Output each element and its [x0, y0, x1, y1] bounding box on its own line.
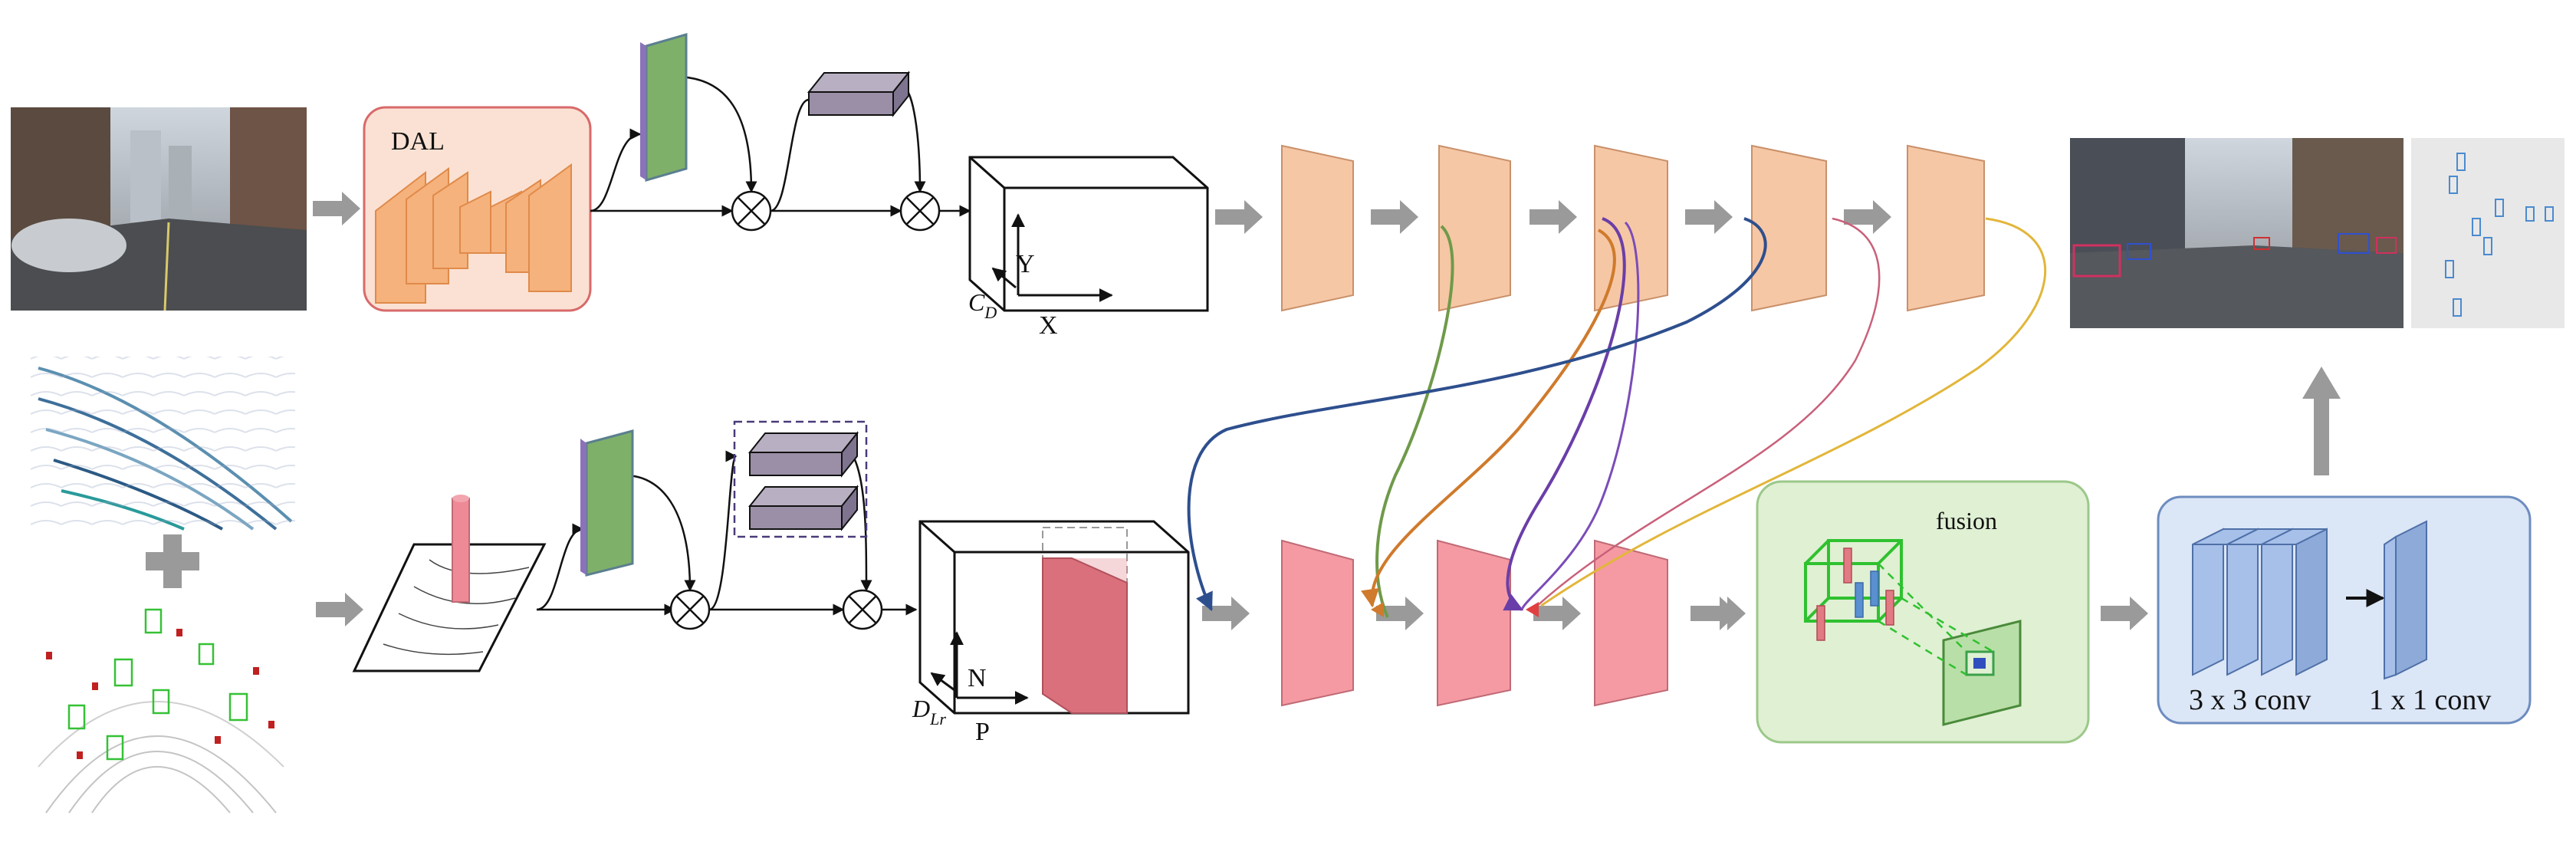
lidar-stage-1 [1281, 539, 1354, 707]
multiply-icon [669, 589, 711, 630]
camera-stage-5 [1907, 144, 1985, 312]
camera-arrow-3 [1530, 200, 1577, 234]
camera-feature-volume [968, 156, 1209, 312]
fusion-module: fusion [1756, 480, 2090, 744]
plus-icon [146, 534, 199, 588]
conv3-label: 3 x 3 conv [2189, 684, 2311, 716]
camera-stage-3 [1594, 144, 1668, 312]
connector-green [1375, 225, 1454, 618]
camera-stage-1 [1281, 144, 1354, 312]
dal-label: DAL [391, 127, 445, 156]
lidar-point-cloud-image [31, 357, 295, 533]
conv1-label: 1 x 1 conv [2369, 684, 2491, 716]
lidar-feature-volume [918, 520, 1190, 715]
pillar-grid [352, 495, 547, 672]
camera-stage-2 [1438, 144, 1511, 312]
multiply-icon [731, 190, 772, 232]
camera-arrow-5 [1844, 200, 1891, 234]
axis-x-label: X [1039, 311, 1058, 340]
fusion-label: fusion [1936, 507, 1997, 534]
camera-attention-path [590, 75, 971, 217]
connector-navy [1187, 217, 1767, 612]
cross-modal-connectors [1187, 217, 2047, 618]
lidar-attention-path [536, 450, 918, 616]
connector-yellow [1540, 217, 2047, 607]
camera-arrow-2 [1371, 200, 1418, 234]
connector-orange [1361, 229, 1616, 608]
axis-dlr-subscript: Lr [929, 709, 946, 728]
multiply-icon [842, 589, 883, 630]
connector-purple-1 [1503, 217, 1626, 611]
lidar-attention-map [580, 429, 634, 577]
up-arrow-icon [2302, 367, 2341, 475]
input-arrow-lidar [316, 593, 363, 626]
head-in-arrow [2101, 597, 2148, 630]
detection-head: 3 x 3 conv 1 x 1 conv [2157, 495, 2532, 725]
merge-marker [1371, 602, 1384, 617]
camera-arrow-4 [1685, 200, 1733, 234]
camera-input-image [11, 107, 307, 311]
output-bev-image [2411, 138, 2564, 328]
lidar-bev-image [31, 602, 284, 817]
camera-channel-block [807, 71, 911, 117]
axis-cd-label: CD [968, 288, 997, 322]
input-arrow-camera [313, 192, 360, 225]
output-camera-image [2070, 138, 2404, 328]
axis-dlr-label: DLr [912, 695, 946, 728]
merge-marker [1526, 602, 1539, 617]
axis-y-label: Y [1016, 250, 1035, 278]
camera-arrow-1 [1215, 200, 1263, 234]
axis-cd-subscript: D [984, 303, 997, 322]
lidar-channel-blocks [733, 420, 868, 538]
multiply-icon [899, 190, 941, 232]
connector-purple-2 [1520, 221, 1640, 610]
lidar-stage-3 [1594, 539, 1668, 707]
dal-module: DAL [363, 106, 592, 312]
axis-p-label: P [975, 718, 990, 746]
lidar-stage-2 [1437, 539, 1511, 707]
camera-stage-4 [1751, 144, 1827, 312]
axis-n-label: N [968, 664, 987, 692]
camera-attention-map [640, 33, 688, 182]
connector-pink [1536, 217, 1881, 607]
